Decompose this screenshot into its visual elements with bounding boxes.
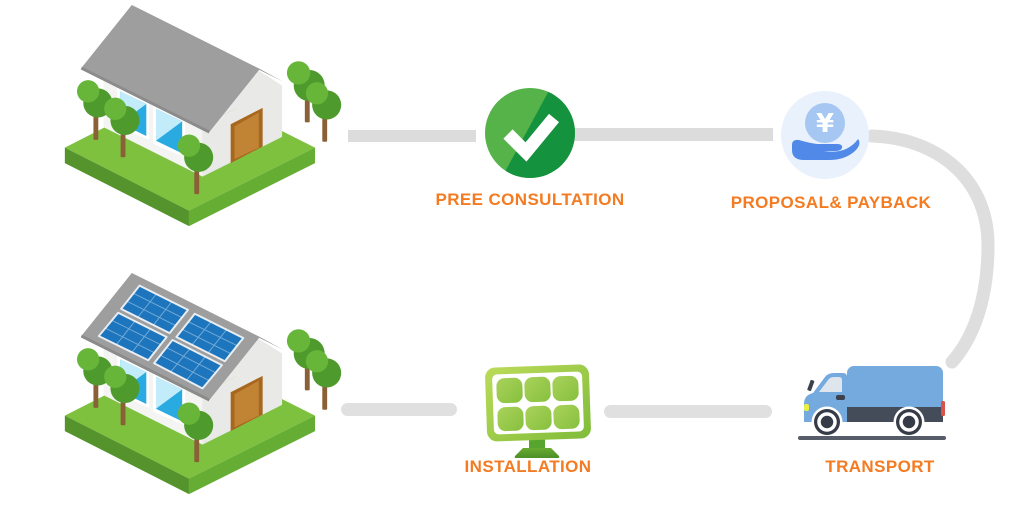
proposal-label: PROPOSAL& PAYBACK bbox=[730, 193, 932, 212]
checkmark-circle-icon bbox=[485, 88, 575, 178]
delivery-truck-icon bbox=[798, 366, 946, 440]
consultation-label: PREE CONSULTATION bbox=[435, 190, 625, 209]
connector-line bbox=[568, 128, 773, 141]
house-before-illustration bbox=[28, 4, 348, 232]
connector-line bbox=[348, 130, 476, 142]
yen-hand-icon: ¥ bbox=[781, 91, 869, 179]
connector-line bbox=[604, 405, 772, 418]
solar-panel-grid-lines bbox=[105, 292, 238, 382]
solar-panel-icon bbox=[485, 364, 591, 458]
house-after-illustration bbox=[28, 272, 348, 500]
svg-text:¥: ¥ bbox=[816, 109, 834, 139]
roof-solar-panels bbox=[97, 284, 245, 390]
transport-label: TRANSPORT bbox=[825, 457, 935, 476]
curved-connector-line bbox=[865, 129, 995, 369]
connector-line bbox=[341, 403, 457, 416]
installation-label: INSTALLATION bbox=[464, 457, 592, 476]
